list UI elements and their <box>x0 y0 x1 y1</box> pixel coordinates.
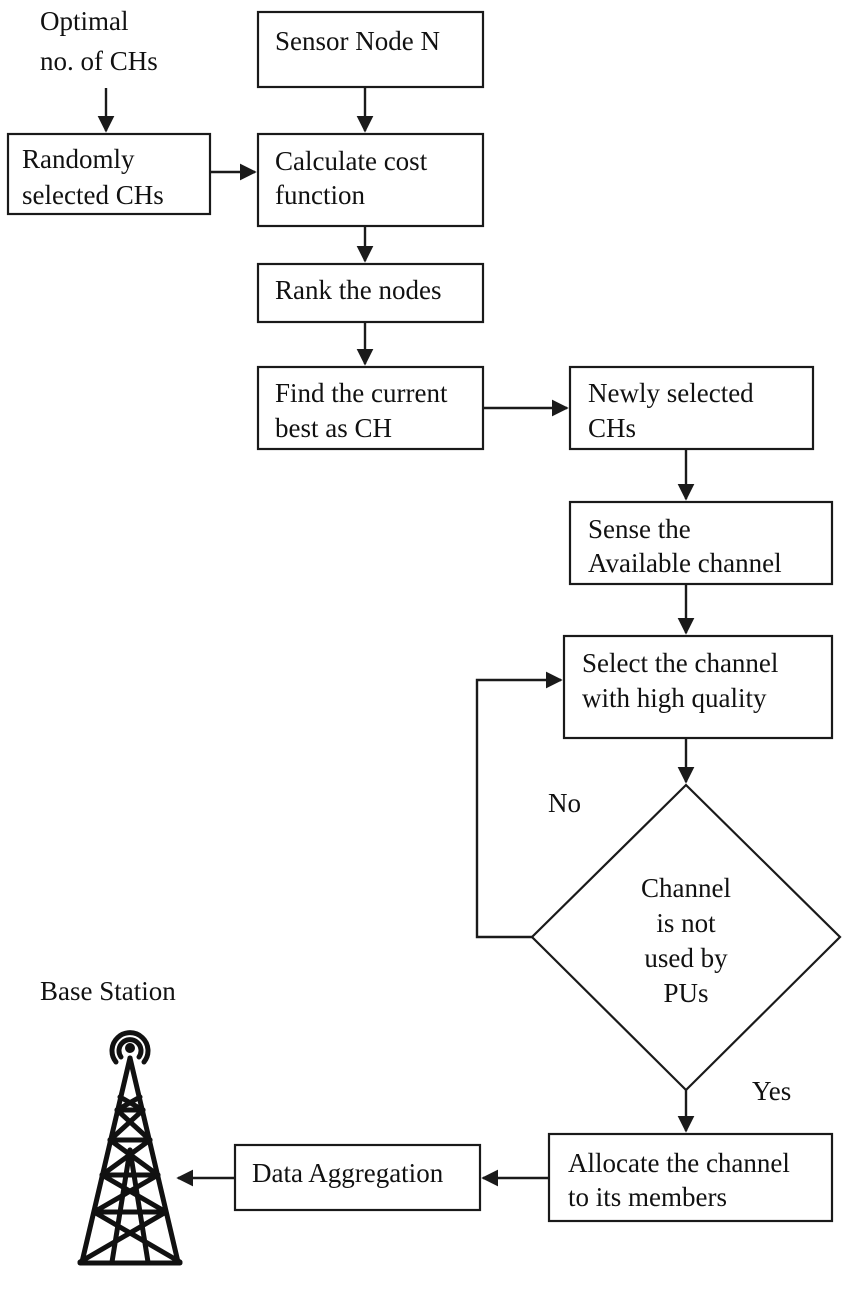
optimal-line2: no. of CHs <box>40 46 158 76</box>
data-aggregation-box: Data Aggregation <box>233 1143 482 1212</box>
find-best-box: Find the current best as CH <box>256 365 485 451</box>
find-best-line2: best as CH <box>275 413 392 443</box>
sense-channel-line1: Sense the <box>588 514 691 544</box>
random-chs-line1: Randomly <box>22 144 135 174</box>
optimal-line1: Optimal <box>40 6 129 36</box>
yes-label: Yes <box>752 1076 791 1106</box>
random-chs-box: Randomly selected CHs <box>6 132 212 216</box>
decision-diamond: Channel is not used by PUs <box>530 783 842 1092</box>
cost-function-box: Calculate cost function <box>256 132 485 228</box>
decision-line3: used by <box>644 943 728 973</box>
sense-channel-box: Sense the Available channel <box>568 500 834 586</box>
find-best-line1: Find the current <box>275 378 448 408</box>
allocate-channel-box: Allocate the channel to its members <box>547 1132 834 1223</box>
newly-selected-line2: CHs <box>588 413 636 443</box>
select-channel-line2: with high quality <box>582 683 767 713</box>
sensor-node-label: Sensor Node N <box>275 26 440 56</box>
allocate-line1: Allocate the channel <box>568 1148 790 1178</box>
cost-function-line1: Calculate cost <box>275 146 428 176</box>
decision-line2: is not <box>656 908 716 938</box>
allocate-line2: to its members <box>568 1182 727 1212</box>
sensor-node-box: Sensor Node N <box>256 10 485 89</box>
select-channel-box: Select the channel with high quality <box>562 634 834 740</box>
optimal-chs-label: Optimal no. of CHs <box>40 6 158 76</box>
sense-channel-line2: Available channel <box>588 548 782 578</box>
rank-nodes-label: Rank the nodes <box>275 275 441 305</box>
random-chs-line2: selected CHs <box>22 180 164 210</box>
base-station-label: Base Station <box>40 976 176 1006</box>
newly-selected-box: Newly selected CHs <box>568 365 815 451</box>
arrow-no-loop <box>475 671 563 939</box>
connectors <box>97 87 695 1187</box>
cell-tower-icon <box>77 1030 183 1266</box>
decision-line1: Channel <box>641 873 731 903</box>
rank-nodes-box: Rank the nodes <box>256 262 485 324</box>
data-aggregation-label: Data Aggregation <box>252 1158 444 1188</box>
no-label: No <box>548 788 581 818</box>
decision-line4: PUs <box>663 978 708 1008</box>
cost-function-line2: function <box>275 180 365 210</box>
newly-selected-line1: Newly selected <box>588 378 754 408</box>
select-channel-line1: Select the channel <box>582 648 778 678</box>
